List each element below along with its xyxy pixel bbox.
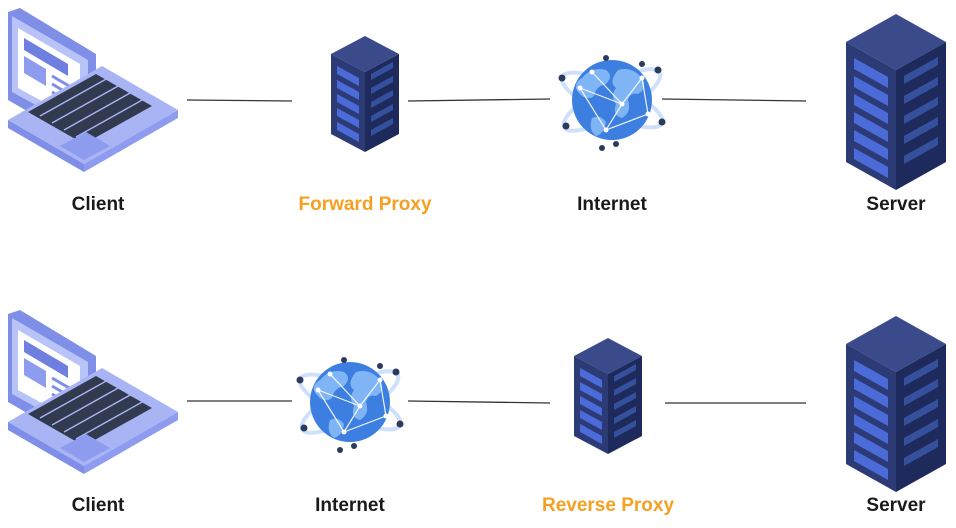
globe-icon	[291, 355, 409, 455]
node-label: Internet	[315, 495, 385, 516]
server-rack-icon	[574, 338, 642, 454]
node-label: Internet	[577, 194, 647, 215]
link-line	[407, 400, 551, 404]
node-icons	[6, 6, 946, 492]
server-tower-icon	[846, 14, 946, 190]
node-label: Server	[866, 495, 926, 516]
server-tower-icon	[846, 316, 946, 492]
link-line	[661, 98, 807, 102]
laptop-icon	[6, 6, 180, 174]
node-label: Client	[71, 194, 125, 215]
node-label: Client	[71, 495, 125, 516]
node-label: Forward Proxy	[298, 194, 432, 215]
link-line	[186, 99, 293, 102]
laptop-icon	[6, 308, 180, 476]
globe-icon	[553, 53, 671, 153]
connection-links	[186, 98, 807, 404]
server-rack-icon	[331, 36, 399, 152]
link-line	[407, 98, 551, 102]
node-label: Reverse Proxy	[541, 495, 675, 516]
node-label: Server	[866, 194, 926, 215]
